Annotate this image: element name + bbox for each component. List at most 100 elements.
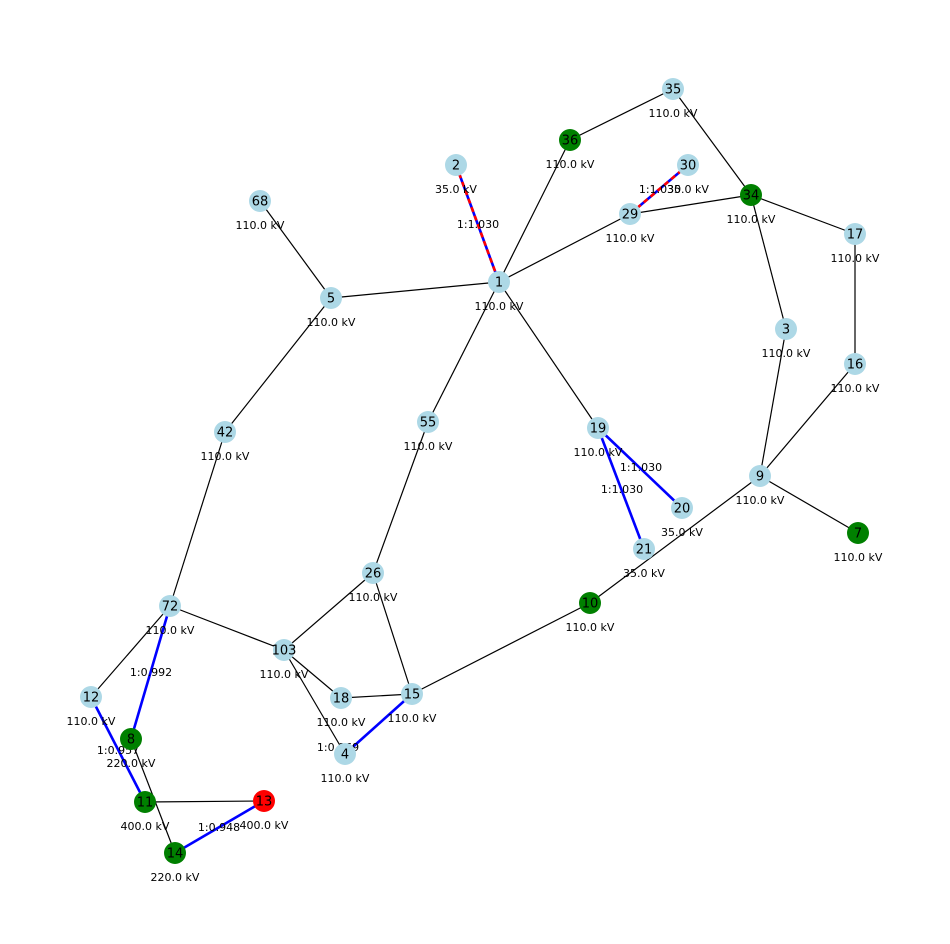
node-42 <box>214 421 236 443</box>
line-29-34 <box>629 194 752 215</box>
node-label-26: 26 <box>365 567 382 582</box>
voltage-label-2: 35.0 kV <box>435 183 477 196</box>
voltage-label-30: 35.0 kV <box>667 183 709 196</box>
line-1-36 <box>498 139 571 283</box>
node-label-21: 21 <box>636 543 653 558</box>
transformer-12-11 <box>89 696 147 803</box>
node-35 <box>662 78 684 100</box>
node-18 <box>330 687 352 709</box>
node-14 <box>164 842 186 864</box>
voltage-label-3: 110.0 kV <box>762 347 811 360</box>
node-21 <box>633 538 655 560</box>
transformer-dash-2-1 <box>454 164 501 283</box>
line-10-15 <box>411 602 591 695</box>
node-label-35: 35 <box>665 83 682 98</box>
node-label-19: 19 <box>590 422 607 437</box>
line-103-18 <box>283 649 342 699</box>
voltage-label-55: 110.0 kV <box>404 440 453 453</box>
voltage-label-5: 110.0 kV <box>307 316 356 329</box>
line-34-17 <box>750 194 856 235</box>
voltage-label-4: 110.0 kV <box>321 772 370 785</box>
line-35-34 <box>672 88 752 196</box>
line-55-26 <box>372 421 429 574</box>
transformer-13-14 <box>174 799 265 855</box>
node-2 <box>445 154 467 176</box>
ratio-labels-layer: 1:1.0301:1.0301:1.0301:1.0301:0.9921:0.9… <box>97 183 681 834</box>
voltage-label-17: 110.0 kV <box>831 252 880 265</box>
line-18-15 <box>340 693 413 699</box>
node-label-1: 1 <box>495 276 503 291</box>
node-26 <box>362 562 384 584</box>
node-label-55: 55 <box>420 416 437 431</box>
node-103 <box>273 639 295 661</box>
ratio-label-13-14: 1:0.948 <box>198 821 240 834</box>
node-20 <box>671 497 693 519</box>
voltage-label-35: 110.0 kV <box>649 107 698 120</box>
ratio-label-19-21: 1:1.030 <box>601 483 643 496</box>
node-1 <box>488 271 510 293</box>
voltage-label-12: 110.0 kV <box>67 715 116 728</box>
line-11-13 <box>144 800 265 803</box>
line-1-29 <box>498 213 631 283</box>
transformer-dash-29-30 <box>629 164 689 215</box>
node-label-72: 72 <box>162 600 179 615</box>
voltage-label-8: 220.0 kV <box>107 757 156 770</box>
transformer-19-21 <box>596 427 646 550</box>
voltage-label-36: 110.0 kV <box>546 158 595 171</box>
line-26-103 <box>283 572 374 651</box>
line-42-72 <box>169 431 226 607</box>
node-label-5: 5 <box>327 292 335 307</box>
ratio-label-29-30: 1:1.030 <box>639 183 681 196</box>
line-1-5 <box>330 281 500 299</box>
node-label-20: 20 <box>674 502 691 517</box>
node-label-10: 10 <box>582 597 599 612</box>
node-label-8: 8 <box>127 733 135 748</box>
node-30 <box>677 154 699 176</box>
voltage-label-19: 110.0 kV <box>574 446 623 459</box>
voltage-label-13: 400.0 kV <box>240 819 289 832</box>
voltage-label-103: 110.0 kV <box>260 668 309 681</box>
node-label-103: 103 <box>272 644 297 659</box>
line-1-19 <box>498 281 599 429</box>
voltage-label-10: 110.0 kV <box>566 621 615 634</box>
node-11 <box>134 791 156 813</box>
line-3-9 <box>759 328 787 477</box>
node-label-15: 15 <box>404 688 421 703</box>
line-72-12 <box>90 605 171 698</box>
line-26-15 <box>372 572 413 695</box>
line-9-10 <box>589 475 761 604</box>
line-9-7 <box>759 475 859 534</box>
voltage-label-16: 110.0 kV <box>831 382 880 395</box>
node-label-29: 29 <box>622 208 639 223</box>
voltage-label-72: 110.0 kV <box>146 624 195 637</box>
node-16 <box>844 353 866 375</box>
ratio-label-72-8: 1:0.992 <box>130 666 172 679</box>
node-label-13: 13 <box>256 795 273 810</box>
node-15 <box>401 683 423 705</box>
node-label-17: 17 <box>847 228 864 243</box>
node-19 <box>587 417 609 439</box>
node-72 <box>159 595 181 617</box>
transformer-19-20 <box>597 427 683 509</box>
line-34-3 <box>750 194 787 330</box>
node-label-42: 42 <box>217 426 234 441</box>
voltage-label-21: 35.0 kV <box>623 567 665 580</box>
voltage-label-7: 110.0 kV <box>834 551 883 564</box>
node-label-2: 2 <box>452 159 460 174</box>
line-103-4 <box>283 649 346 755</box>
node-label-7: 7 <box>854 527 862 542</box>
node-9 <box>749 465 771 487</box>
voltage-label-29: 110.0 kV <box>606 232 655 245</box>
voltage-label-11: 400.0 kV <box>121 820 170 833</box>
node-4 <box>334 743 356 765</box>
node-17 <box>844 223 866 245</box>
voltage-labels-layer: 110.0 kV 35.0 kV 110.0 kV 110.0 kV 110.0 kV 1… <box>67 107 883 884</box>
node-13 <box>253 790 275 812</box>
voltage-label-68: 110.0 kV <box>236 219 285 232</box>
line-1-55 <box>427 281 500 423</box>
node-3 <box>775 318 797 340</box>
voltage-label-14: 220.0 kV <box>151 871 200 884</box>
node-label-16: 16 <box>847 358 864 373</box>
nodes-layer: 1234578910111213141516171819202126293034… <box>80 78 869 864</box>
